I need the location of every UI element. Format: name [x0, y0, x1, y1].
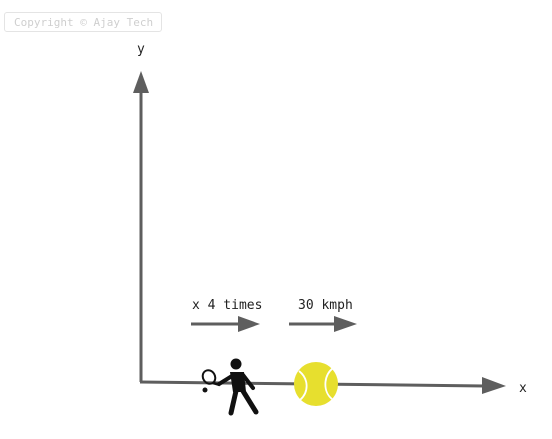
player-speed-label: x 4 times — [192, 298, 262, 313]
y-axis-label: y — [137, 42, 145, 57]
ball-velocity-arrow — [289, 316, 357, 332]
tennis-ball-icon — [294, 362, 338, 406]
x-axis-label: x — [519, 381, 527, 396]
player-velocity-arrow — [191, 316, 260, 332]
tennis-player-icon — [201, 358, 259, 416]
y-axis — [133, 71, 149, 382]
y-axis-arrowhead — [133, 71, 149, 93]
copyright-watermark: Copyright © Ajay Tech — [4, 12, 162, 32]
x-axis-arrowhead — [482, 377, 506, 394]
ball-speed-label: 30 kmph — [298, 298, 353, 313]
